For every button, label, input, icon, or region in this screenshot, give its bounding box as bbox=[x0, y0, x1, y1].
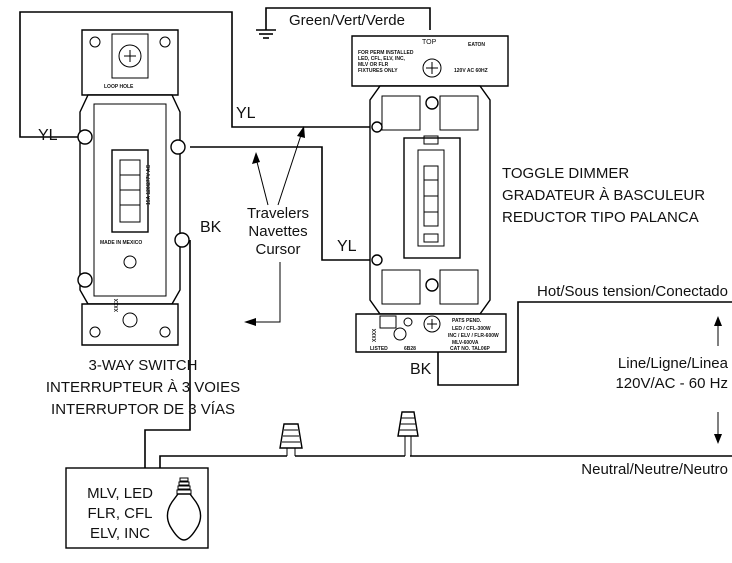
switch-title-fr: INTERRUPTEUR À 3 VOIES bbox=[46, 379, 240, 396]
yl-traveler-wire-top bbox=[19, 11, 375, 138]
ground-label: Green/Vert/Verde bbox=[289, 12, 405, 29]
travelers-label-es: Cursor bbox=[255, 241, 300, 258]
bk-switch-to-lamp-wire bbox=[144, 240, 191, 470]
dimmer-pats-text: PATS PEND. bbox=[452, 318, 482, 324]
line-label-1: Line/Ligne/Linea bbox=[618, 355, 729, 372]
dimmer-rating-text: 120V AC 60HZ bbox=[454, 68, 488, 74]
line-label-2: 120V/AC - 60 Hz bbox=[615, 375, 728, 392]
bk-switch-label: BK bbox=[200, 219, 222, 236]
travelers-label-en: Travelers bbox=[247, 205, 309, 222]
wires bbox=[19, 7, 732, 470]
dimmer-title-en: TOGGLE DIMMER bbox=[502, 165, 629, 182]
lamp-label-2: FLR, CFL bbox=[87, 505, 152, 522]
switch-made-in-text: MADE IN MEXICO bbox=[100, 240, 142, 246]
three-way-switch-device: LOOP HOLE MADE IN MEXICO 15A 120/277V AC… bbox=[77, 29, 190, 346]
dimmer-title-es: REDUCTOR TIPO PALANCA bbox=[502, 209, 699, 226]
dimmer-brand-text: EATON bbox=[468, 42, 485, 48]
switch-xxxx-text: XXXX bbox=[114, 298, 120, 312]
dimmer-top-line-4: FIXTURES ONLY bbox=[358, 68, 398, 74]
wire-nut-left-icon bbox=[279, 423, 303, 456]
dimmer-top-text: TOP bbox=[422, 39, 437, 46]
dimmer-listed-text: LISTED bbox=[370, 346, 388, 352]
dimmer-title-fr: GRADATEUR À BASCULEUR bbox=[502, 187, 705, 204]
dimmer-top-line-1: FOR PERM INSTALLED bbox=[358, 50, 414, 56]
yl-top-label: YL bbox=[236, 105, 256, 122]
light-bulb-icon bbox=[166, 477, 202, 541]
lamp-label-3: ELV, INC bbox=[90, 525, 150, 542]
dimmer-cat-text: CAT NO. TAL06P bbox=[450, 346, 490, 352]
ground-icon bbox=[256, 29, 276, 39]
switch-loop-hole-text: LOOP HOLE bbox=[104, 84, 134, 90]
dimmer-load-2: INC / ELV / FLR-600W bbox=[448, 333, 499, 339]
dimmer-top-line-2: LED, CFL, ELV, INC, bbox=[358, 56, 406, 62]
dimmer-code-text: 6B28 bbox=[404, 346, 416, 352]
dimmer-xxxx-text: XXXX bbox=[372, 328, 378, 342]
switch-rating-text: 15A 120/277V AC bbox=[146, 164, 152, 205]
lamp-box bbox=[65, 467, 209, 549]
traveler-arrows bbox=[244, 126, 305, 326]
lamp-label-1: MLV, LED bbox=[87, 485, 153, 502]
neutral-lamp-wire bbox=[159, 455, 287, 470]
line-arrows bbox=[714, 316, 722, 444]
switch-title-en: 3-WAY SWITCH bbox=[89, 357, 198, 374]
bk-dimmer-to-hot-wire bbox=[437, 301, 732, 386]
yl-left-label: YL bbox=[38, 127, 58, 144]
dimmer-load-1: LED / CFL-300W bbox=[452, 326, 491, 332]
yl-bottom-label: YL bbox=[337, 238, 357, 255]
bk-dimmer-label: BK bbox=[410, 361, 432, 378]
neutral-label: Neutral/Neutre/Neutro bbox=[581, 461, 728, 478]
switch-title-es: INTERRUPTOR DE 3 VÍAS bbox=[51, 401, 235, 418]
wire-nut-right-icon bbox=[397, 411, 419, 456]
travelers-label-fr: Navettes bbox=[248, 223, 307, 240]
yl-traveler-wire-bottom bbox=[190, 146, 375, 261]
ground-wire bbox=[265, 7, 431, 30]
toggle-dimmer-device: TOP EATON FOR PERM INSTALLED LED, CFL, E… bbox=[351, 35, 509, 353]
dimmer-top-line-3: MLV OR FLR bbox=[358, 62, 389, 68]
dimmer-load-3: MLV-600VA bbox=[452, 340, 479, 346]
hot-label: Hot/Sous tension/Conectado bbox=[537, 283, 728, 300]
